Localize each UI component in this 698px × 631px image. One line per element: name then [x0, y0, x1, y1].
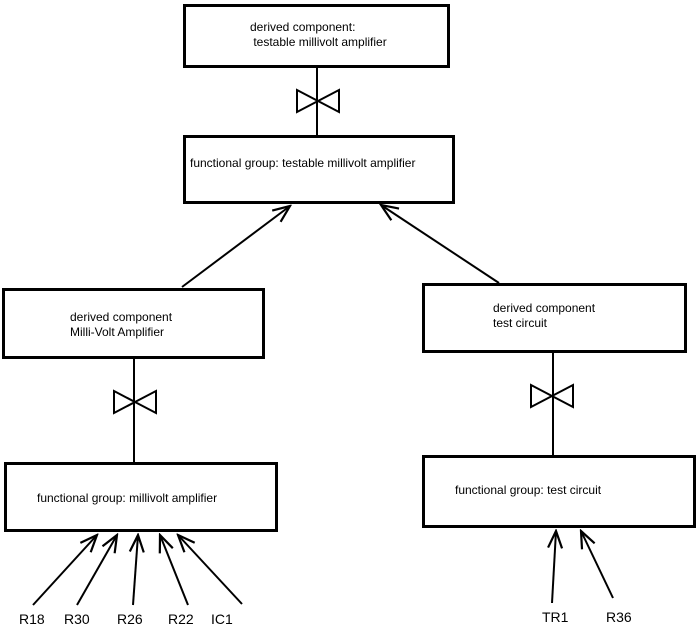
component-label-r22: R22 [168, 611, 194, 627]
node-derived-testable-millivolt-amplifier: derived component: testable millivolt am… [183, 4, 450, 68]
node-functional-group-testable-millivolt-amplifier: functional group: testable millivolt amp… [183, 135, 455, 204]
bowtie-icon [530, 383, 574, 409]
node-label: functional group: testable millivolt amp… [190, 156, 416, 170]
arrow-derived-mva-to-fg-testable [181, 206, 290, 288]
node-derived-milli-volt-amplifier: derived component Milli-Volt Amplifier [2, 288, 265, 359]
node-label: derived component: testable millivolt am… [250, 20, 387, 49]
component-label-r30: R30 [64, 611, 90, 627]
node-functional-group-test-circuit: functional group: test circuit [422, 455, 696, 528]
arrow-r26 [133, 535, 138, 606]
node-label: functional group: test circuit [455, 483, 602, 497]
component-label-r36: R36 [606, 609, 632, 625]
component-label-ic1: IC1 [211, 611, 233, 627]
node-label: derived component Milli-Volt Amplifier [70, 310, 173, 339]
arrow-r18 [32, 535, 97, 606]
arrow-r30 [76, 535, 117, 606]
arrow-ic1 [178, 535, 243, 605]
component-label-r26: R26 [117, 611, 143, 627]
arrow-derived-test-circuit-to-fg-testable [381, 205, 500, 284]
arrow-r22 [160, 535, 189, 606]
node-functional-group-millivolt-amplifier: functional group: millivolt amplifier [4, 462, 278, 532]
node-derived-test-circuit: derived component test circuit [422, 283, 687, 353]
arrow-r36 [581, 531, 614, 599]
component-label-tr1: TR1 [542, 609, 569, 625]
arrow-tr1 [552, 531, 556, 604]
component-label-r18: R18 [19, 611, 45, 627]
node-label: functional group: millivolt amplifier [37, 491, 218, 505]
bowtie-icon [296, 88, 340, 114]
node-label: derived component test circuit [493, 301, 596, 330]
bowtie-icon [113, 389, 157, 415]
